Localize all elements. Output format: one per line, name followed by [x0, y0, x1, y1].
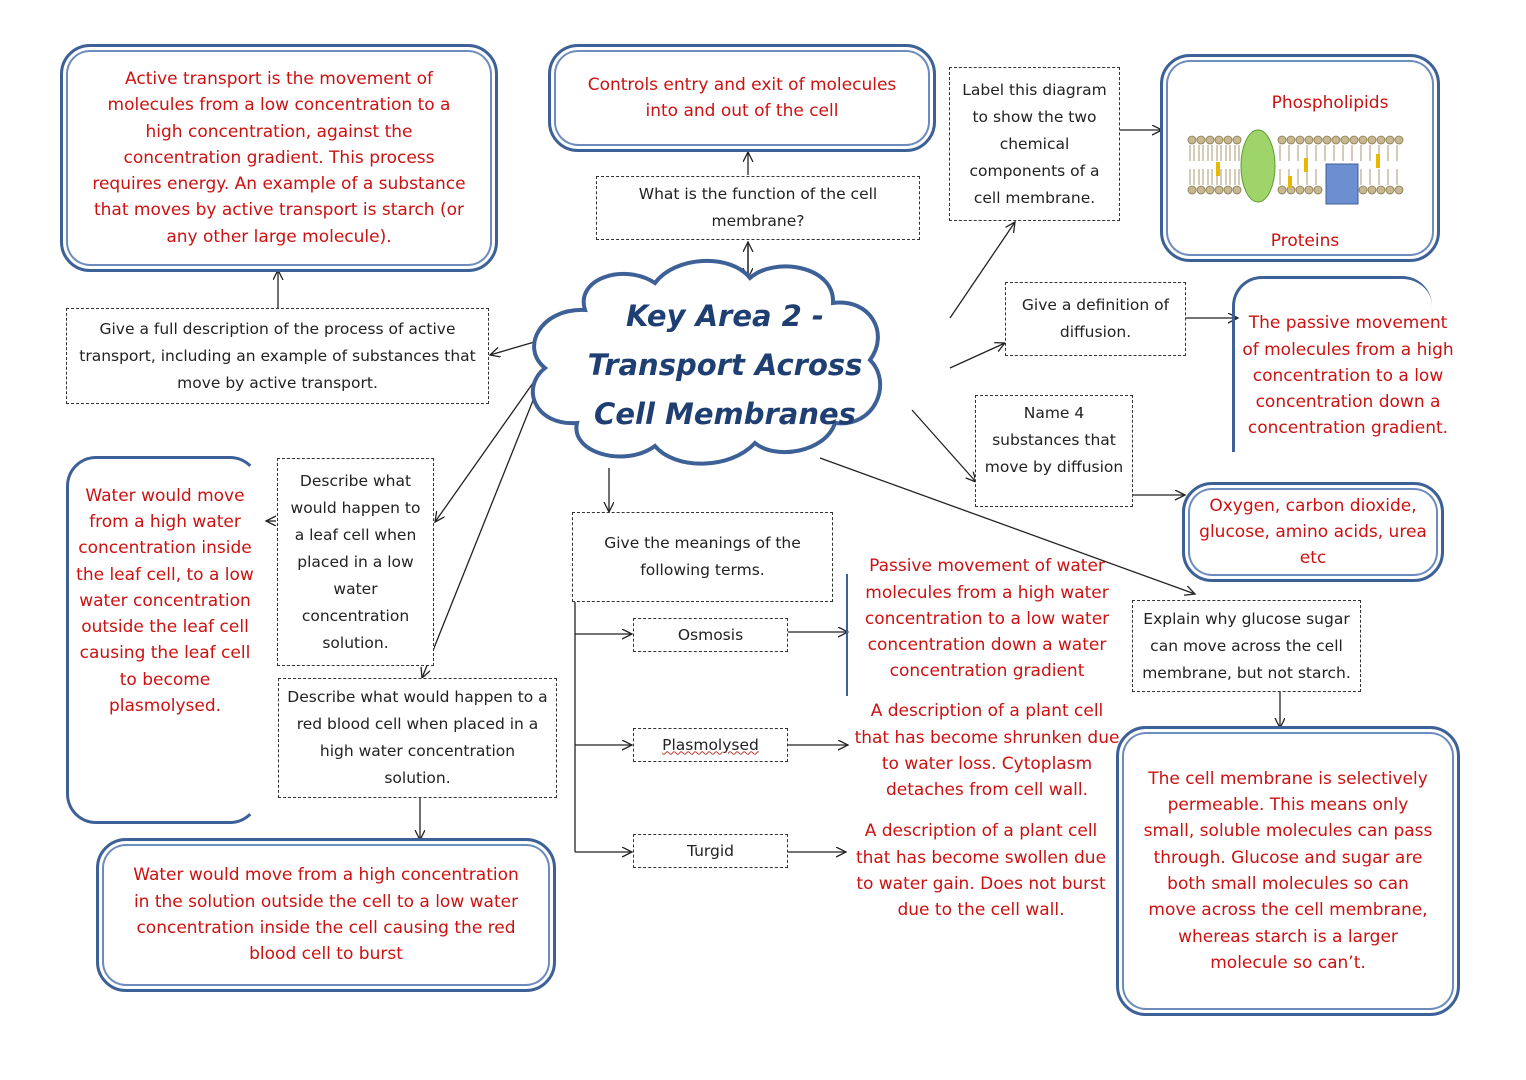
- leaf-cell-answer-text: Water would move from a high water conce…: [76, 485, 254, 717]
- title-cloud: [530, 258, 883, 466]
- phospholipid-bilayer-image: [1187, 129, 1404, 205]
- arrow-cloud-to-label: [949, 222, 1015, 319]
- arrow-cloud-to-diffusion: [949, 343, 1005, 369]
- membrane-diagram-frame: [1160, 54, 1440, 262]
- substances-answer: Oxygen, carbon dioxide, glucose, amino a…: [1182, 482, 1444, 582]
- active-transport-answer-text: Active transport is the movement of mole…: [92, 68, 466, 247]
- arrow-cloud-to-glucose: [819, 457, 1195, 594]
- substances-question-text: Name 4 substances that move by diffusion: [984, 404, 1124, 476]
- function-answer: Controls entry and exit of molecules int…: [548, 44, 936, 152]
- term-turgid-text: Turgid: [686, 841, 735, 860]
- arrow-cloud-to-substances: [911, 409, 976, 482]
- term-turgid: Turgid: [633, 834, 788, 868]
- diffusion-question-text: Give a definition of diffusion.: [1021, 296, 1170, 341]
- glucose-answer: The cell membrane is selectively permeab…: [1116, 726, 1460, 1016]
- active-transport-answer: Active transport is the movement of mole…: [60, 44, 498, 272]
- osmosis-answer: Passive movement of water molecules from…: [852, 552, 1122, 686]
- active-transport-question-text: Give a full description of the process o…: [79, 319, 476, 392]
- term-plasmolysed: Plasmolysed: [633, 728, 788, 762]
- osmosis-answer-edge: [846, 574, 848, 696]
- term-osmosis-text: Osmosis: [677, 625, 744, 644]
- leaf-cell-question: Describe what would happen to a leaf cel…: [277, 458, 434, 666]
- arrow-cloud-to-rbc: [422, 392, 537, 678]
- term-plasmolysed-text: Plasmolysed: [662, 735, 759, 754]
- meanings-question-text: Give the meanings of the following terms…: [604, 534, 801, 579]
- proteins-label-text: Proteins: [1270, 230, 1340, 251]
- title-line-1: Key Area 2 -: [626, 299, 824, 333]
- title-line-3: Cell Membranes: [594, 397, 856, 431]
- leaf-cell-answer-frame: [66, 456, 260, 824]
- diffusion-answer-text: The passive movement of molecules from a…: [1242, 313, 1454, 439]
- label-diagram-question: Label this diagram to show the two chemi…: [949, 67, 1120, 221]
- phospholipids-label: Phospholipids: [1230, 88, 1430, 118]
- turgid-answer-text: A description of a plant cell that has b…: [855, 821, 1107, 921]
- arrow-cloud-to-leaf: [435, 382, 534, 522]
- red-blood-cell-answer-text: Water would move from a high concentrati…: [133, 865, 519, 965]
- red-blood-cell-question-text: Describe what would happen to a red bloo…: [287, 688, 548, 787]
- plasmolysed-answer-text: A description of a plant cell that has b…: [854, 701, 1120, 801]
- glucose-question: Explain why glucose sugar can move acros…: [1132, 600, 1361, 692]
- function-question: What is the function of the cell membran…: [596, 176, 920, 240]
- title: Key Area 2 - Transport Across Cell Membr…: [560, 292, 890, 439]
- function-question-text: What is the function of the cell membran…: [638, 185, 878, 230]
- function-answer-text: Controls entry and exit of molecules int…: [587, 74, 897, 121]
- proteins-label: Proteins: [1220, 226, 1390, 256]
- substances-answer-text: Oxygen, carbon dioxide, glucose, amino a…: [1199, 495, 1427, 569]
- plasmolysed-answer: A description of a plant cell that has b…: [852, 698, 1122, 804]
- leaf-cell-question-text: Describe what would happen to a leaf cel…: [290, 471, 421, 652]
- red-blood-cell-answer: Water would move from a high concentrati…: [96, 838, 556, 992]
- diffusion-answer: The passive movement of molecules from a…: [1240, 296, 1456, 456]
- turgid-answer: A description of a plant cell that has b…: [852, 818, 1110, 924]
- active-transport-question: Give a full description of the process o…: [66, 308, 489, 404]
- term-osmosis: Osmosis: [633, 618, 788, 652]
- leaf-cell-answer: Water would move from a high water conce…: [72, 476, 258, 726]
- osmosis-answer-text: Passive movement of water molecules from…: [864, 556, 1110, 682]
- phospholipids-label-text: Phospholipids: [1271, 92, 1389, 113]
- glucose-answer-text: The cell membrane is selectively permeab…: [1143, 768, 1433, 973]
- glucose-question-text: Explain why glucose sugar can move acros…: [1142, 609, 1351, 682]
- meanings-question: Give the meanings of the following terms…: [572, 512, 833, 602]
- label-diagram-question-text: Label this diagram to show the two chemi…: [962, 80, 1107, 207]
- title-line-2: Transport Across: [587, 348, 863, 382]
- diffusion-answer-frame: [1232, 276, 1432, 452]
- diffusion-question: Give a definition of diffusion.: [1005, 282, 1186, 356]
- substances-question: Name 4 substances that move by diffusion: [975, 395, 1133, 507]
- red-blood-cell-question: Describe what would happen to a red bloo…: [278, 678, 557, 798]
